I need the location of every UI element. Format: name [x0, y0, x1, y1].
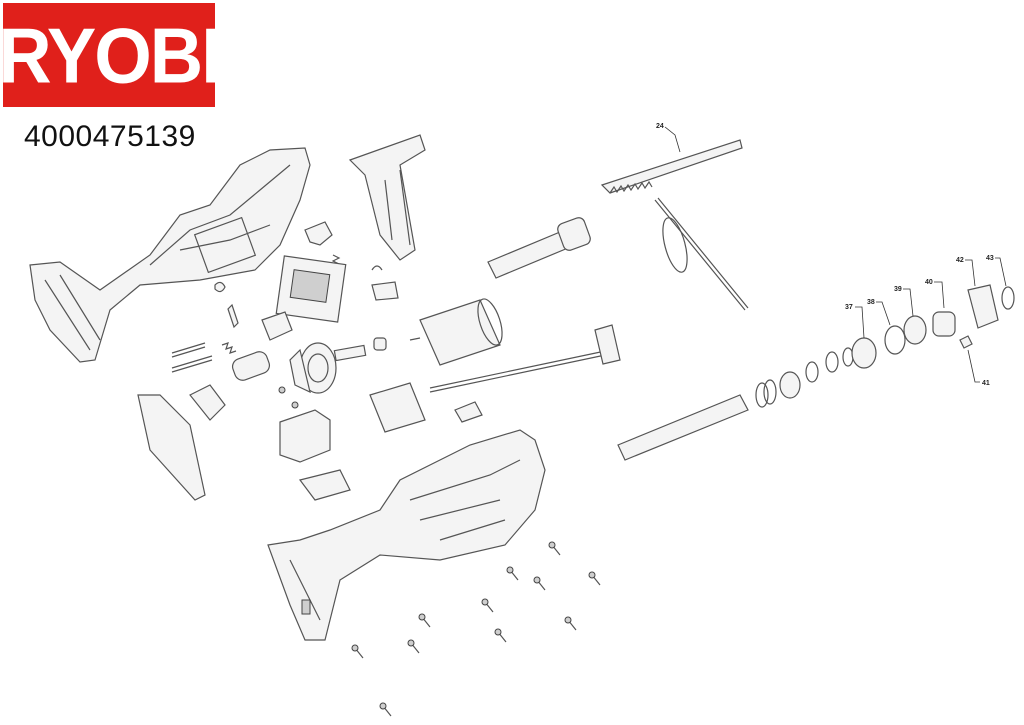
pin [171, 342, 206, 358]
callout-37: 37 [845, 304, 853, 311]
bracket [369, 382, 426, 433]
motor [409, 298, 503, 366]
front-assembly [755, 284, 1015, 408]
ryobi-logo: RYOBI [0, 3, 222, 107]
switch-block [279, 409, 331, 463]
housing-right-half [267, 429, 546, 641]
housing-left-half [29, 147, 311, 363]
side-plate [137, 394, 206, 501]
callout-24: 24 [656, 123, 664, 130]
screws [351, 541, 601, 717]
drive-shaft [617, 394, 749, 461]
callout-42: 42 [956, 257, 964, 264]
callout-43: 43 [986, 255, 994, 262]
plunger-shaft [487, 217, 591, 279]
part-number: 4000475139 [24, 120, 196, 153]
pin [171, 355, 213, 373]
cable-tie [654, 197, 749, 311]
saw-blade [600, 139, 743, 194]
callout-40: 40 [925, 279, 933, 286]
callout-39: 39 [894, 286, 902, 293]
callout-41: 41 [982, 380, 990, 387]
logo-text: RYOBI [0, 11, 222, 99]
callout-38: 38 [867, 299, 875, 306]
cap-part [304, 221, 333, 246]
wire [429, 349, 611, 393]
gear-assembly [289, 337, 387, 394]
